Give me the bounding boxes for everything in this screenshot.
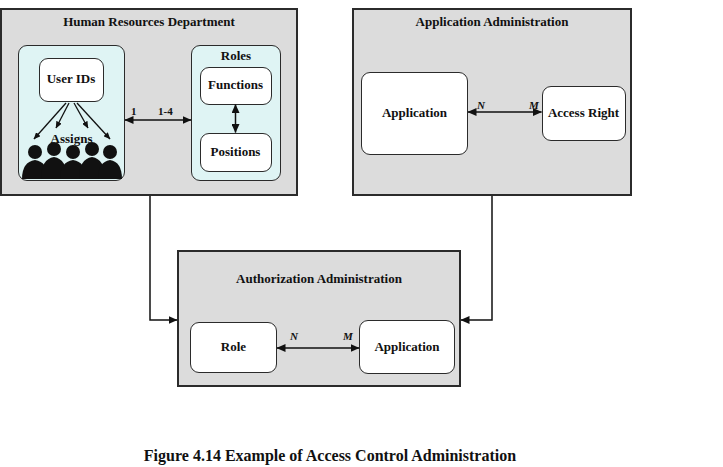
box-heading: Human Resources Department (2, 15, 296, 30)
assign-arrow (77, 103, 110, 139)
box-label: Functions (201, 68, 271, 104)
connector-arrow (468, 111, 542, 113)
cardinality-label: N (290, 331, 298, 342)
multiplicity-label: 1 (131, 106, 137, 117)
process-box: Positions (200, 133, 272, 172)
cardinality-label: M (343, 331, 353, 342)
box-label: Role (191, 323, 276, 372)
process-box: Functions (200, 67, 272, 105)
figure-caption: Figure 4.14 Example of Access Control Ad… (0, 447, 660, 465)
process-box: User IDs (39, 58, 104, 102)
multiplicity-label: 1-4 (158, 106, 173, 117)
assign-arrow (74, 103, 88, 128)
assign-arrow (56, 103, 69, 128)
connector-arrow (461, 196, 492, 320)
process-box: Access Right (542, 86, 626, 141)
panel-region: Authorization AdministrationRole Applicat… (177, 250, 461, 387)
box-label: Positions (201, 134, 271, 171)
connector-arrow (235, 105, 237, 133)
people-silhouettes (22, 142, 122, 179)
box-heading: Application Administration (354, 15, 630, 30)
panel-region: Application AdministrationApplication Acc… (352, 8, 632, 196)
connector-arrow (125, 119, 191, 121)
box-label: Access Right (543, 87, 625, 140)
process-box: Role (190, 322, 277, 373)
connector-arrow (150, 196, 177, 320)
roles-group-box: RolesFunctionsPositions (191, 45, 281, 181)
box-label: Application (360, 321, 454, 373)
process-box: Application (359, 320, 455, 374)
panel-region: Human Resources DepartmentAssigns User ID… (0, 8, 298, 196)
cardinality-label: N (477, 100, 485, 111)
box-label: User IDs (40, 59, 103, 101)
cardinality-label: M (529, 100, 539, 111)
assign-arrow (34, 103, 66, 139)
box-heading: Roles (192, 49, 280, 64)
box-heading: Authorization Administration (179, 272, 459, 287)
connector-arrow (277, 347, 359, 349)
process-box: Application (361, 72, 468, 155)
box-heading: Assigns (19, 132, 124, 147)
user-group-box: Assigns User IDs (18, 45, 125, 181)
box-label: Application (362, 73, 467, 154)
assign-arrows (34, 103, 110, 139)
